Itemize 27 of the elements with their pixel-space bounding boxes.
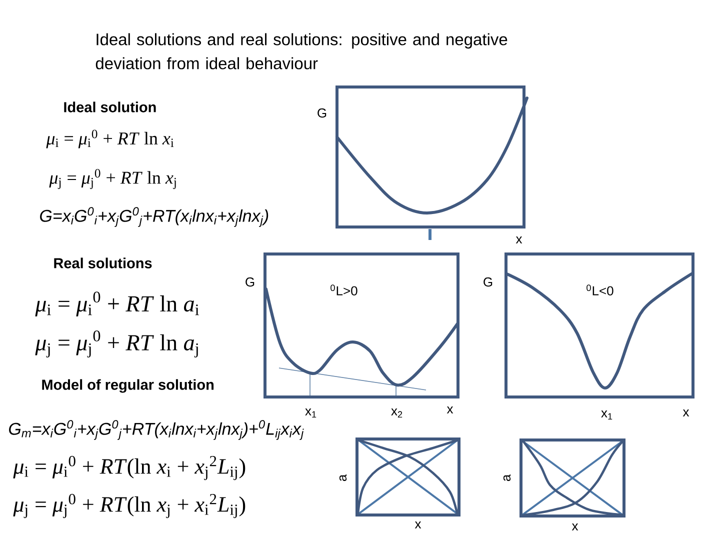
equation: μ$_{i}$ = μ$_{i}$$^{0}$ + RT ln x$_{i}$ (46, 130, 174, 148)
axis-label: G (318, 108, 326, 118)
equation: μ$_{i}$ = μ$_{i}$$^{0}$ + RT ln a$_{i}$ (35, 292, 199, 316)
axis-label: x (446, 406, 454, 414)
section-heading: Real solutions (54, 258, 152, 268)
equation: μ$_{j}$ = μ$_{j}$$^{0}$ + RT ln a$_{j}$ (35, 330, 198, 358)
axis-label: x (682, 410, 690, 416)
equation: μ$_{i}$ = μ$_{i}$$^{0}$ + RT(ln x$_{i}$ + x$_{j}$$^{2}$L$_{ij}$) (13, 456, 246, 480)
plot-annotation: $^{0}$L>0 (330, 284, 358, 296)
axis-label: G (246, 277, 254, 287)
title: Ideal solutions and real solutions: positive and negative deviation from ideal behaviour (96, 33, 508, 70)
axis-label: a (503, 474, 511, 482)
equation: μ$_{j}$ = μ$_{j}$$^{0}$ + RT ln x$_{j}$ (49, 169, 176, 189)
axis-label: G (484, 277, 492, 287)
axis-label: a (339, 474, 347, 482)
axis-label: x (516, 236, 522, 244)
axis-label: x$_{1}$ (601, 410, 612, 420)
axis-label: x$_{2}$ (391, 408, 402, 418)
section-heading: Model of regular solution (42, 379, 214, 393)
plot-annotation: $^{0}$L<0 (586, 284, 614, 296)
equation: G=x$_{i}$G$^{0}$$_{i}$+x$_{j}$G$^{0}$$_{j}$+RT(x$_{i}$lnx$_{i}$+x$_{j}$lnx$_{j}$) (40, 207, 268, 227)
axis-label: x (572, 524, 578, 530)
equation: G$_{m}$=x$_{i}$G$^{0}$$_{i}$+x$_{j}$G$^{0}$$_{j}$+RT(x$_{i}$lnx$_{i}$+x$_{j}$lnx$_{j}$)+$^{0}$L$_{ij}$x$_{i}$x$_{j}$ (9, 420, 304, 440)
axis-label: x (414, 522, 422, 528)
axis-label: x$_{1}$ (305, 408, 316, 418)
equation: μ$_{j}$ = μ$_{j}$$^{0}$ + RT(ln x$_{j}$ + x$_{i}$$^{2}$L$_{ij}$) (13, 494, 246, 518)
section-heading: Ideal solution (64, 102, 156, 112)
